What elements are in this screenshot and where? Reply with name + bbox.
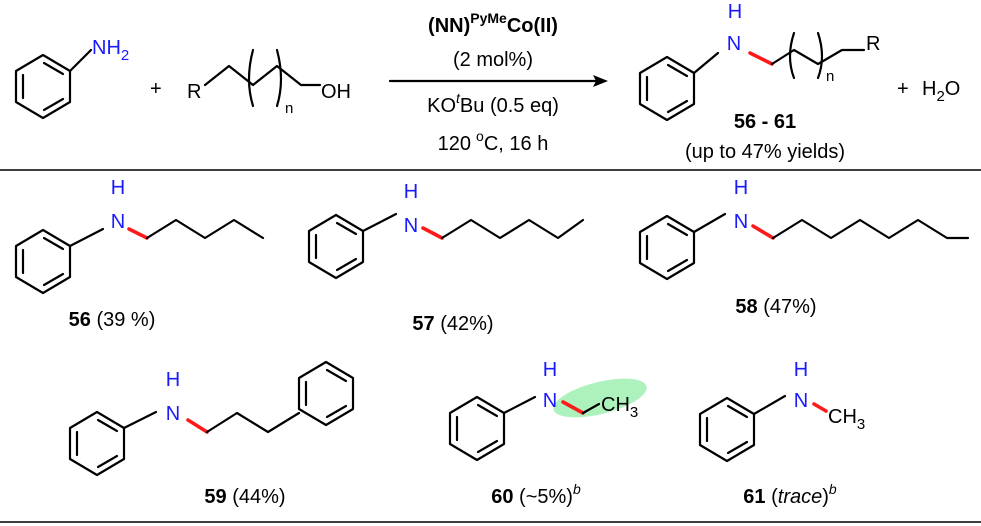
product-ids: 56 - 61 (734, 111, 796, 133)
product-57: H N 57 (42%) (307, 181, 585, 335)
svg-text:H: H (111, 177, 125, 199)
product-60-methyl: CH3 (601, 394, 638, 421)
product-60: H N CH3 60 (~5%)b (448, 359, 647, 508)
product-n: N (727, 33, 741, 55)
product-h: H (728, 1, 742, 23)
alcohol-r-group: R (187, 81, 201, 103)
amine-label: NH2 (92, 37, 129, 64)
svg-text:H: H (734, 177, 748, 199)
water: H2O (922, 78, 960, 105)
reaction-arrowhead (593, 75, 608, 87)
svg-text:N: N (794, 390, 808, 412)
catalyst-loading: (2 mol%) (453, 49, 533, 71)
product-58: H N 58 (47%) (638, 177, 970, 318)
svg-text:H: H (794, 359, 808, 381)
alcohol-repeat-n: n (285, 100, 293, 117)
svg-text:N: N (543, 390, 557, 412)
product-61-methyl: CH3 (828, 406, 865, 433)
general-product: H N n R 56 - 61 (up to 47% yields) (638, 1, 880, 163)
reaction-conditions: (NN)PyMeCo(II) (2 mol%) KOtBu (0.5 eq) 1… (388, 10, 608, 155)
water-plus-sign: + (897, 78, 909, 100)
svg-text:H: H (404, 181, 418, 203)
svg-text:H: H (166, 369, 180, 391)
svg-text:N: N (166, 403, 180, 425)
base-conditions: KOtBu (0.5 eq) (427, 90, 559, 117)
aniline-reactant: NH2 (14, 37, 129, 120)
product-57-label: 57 (42%) (412, 313, 493, 335)
product-56: H N 56 (39 %) (14, 177, 265, 331)
product-56-label: 56 (39 %) (69, 309, 156, 331)
product-61: H N CH3 61 (trace)b (698, 359, 865, 508)
product-59: H N 59 (44%) (68, 360, 355, 508)
product-60-label: 60 (~5%)b (491, 481, 581, 508)
new-cn-bond (748, 51, 774, 66)
plus-sign: + (150, 78, 162, 100)
product-59-label: 59 (44%) (204, 486, 285, 508)
product-58-label: 58 (47%) (735, 296, 816, 318)
alcohol-oh: OH (321, 81, 351, 103)
alcohol-reactant: R n OH (187, 48, 351, 117)
svg-text:N: N (404, 215, 418, 237)
product-r-group: R (866, 33, 880, 55)
product-61-label: 61 (trace)b (743, 481, 837, 508)
svg-text:N: N (734, 211, 748, 233)
catalyst-name: (NN)PyMeCo(II) (428, 10, 558, 37)
svg-text:H: H (543, 359, 557, 381)
product-repeat-n: n (826, 68, 834, 85)
product-yield-range: (up to 47% yields) (685, 141, 845, 163)
svg-text:N: N (111, 211, 125, 233)
